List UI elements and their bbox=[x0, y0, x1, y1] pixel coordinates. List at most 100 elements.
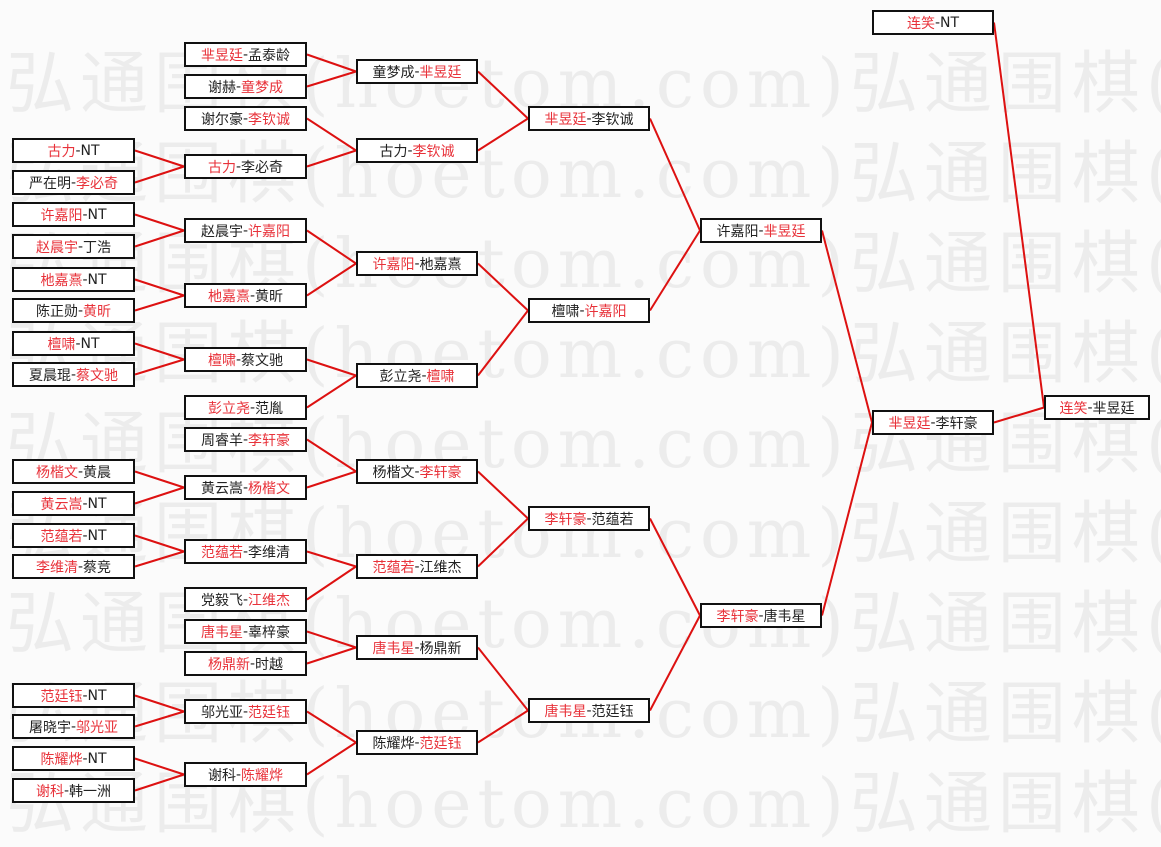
match-box-round-2[interactable]: 周睿羊-李轩豪 bbox=[184, 427, 307, 452]
match-box-round-2[interactable]: 赵晨宇-许嘉阳 bbox=[184, 218, 307, 243]
player-name: 许嘉阳 bbox=[372, 256, 415, 273]
match-box-round-2[interactable]: 谢尔豪-李钦诚 bbox=[184, 106, 307, 131]
match-box-round-1[interactable]: 陈正勋-黄昕 bbox=[12, 298, 135, 323]
match-box-round-4[interactable]: 唐韦星-范廷钰 bbox=[528, 698, 650, 723]
match-box-round-5[interactable]: 李轩豪-唐韦星 bbox=[700, 603, 822, 628]
match-box-round-1[interactable]: 范蕴若-NT bbox=[12, 523, 135, 548]
bracket-connector bbox=[306, 565, 357, 601]
separator: - bbox=[930, 414, 936, 431]
bracket-connector bbox=[134, 213, 185, 232]
bracket-connector bbox=[134, 757, 185, 776]
match-box-round-1[interactable]: 杨楷文-黄晨 bbox=[12, 459, 135, 484]
separator: - bbox=[235, 78, 242, 95]
player-name: 范胤 bbox=[255, 400, 284, 417]
match-box-seed[interactable]: 连笑-NT bbox=[872, 10, 994, 35]
player-name: 陈正勋 bbox=[35, 303, 78, 320]
separator: - bbox=[421, 367, 427, 384]
match-box-round-1[interactable]: 古力-NT bbox=[12, 138, 135, 163]
player-name: 屠晓宇 bbox=[28, 719, 71, 736]
match-box-round-4[interactable]: 檀啸-许嘉阳 bbox=[528, 298, 650, 323]
bracket-connector bbox=[134, 149, 185, 168]
player-name: 古力 bbox=[47, 143, 76, 160]
match-box-round-2[interactable]: 古力-李必奇 bbox=[184, 154, 307, 179]
separator: - bbox=[235, 766, 242, 783]
match-box-round-6[interactable]: 芈昱廷-李轩豪 bbox=[872, 410, 994, 435]
player-name: 党毅飞 bbox=[200, 592, 243, 609]
bracket-connector bbox=[306, 53, 357, 73]
player-name: 芈昱廷 bbox=[419, 64, 462, 81]
match-box-round-1[interactable]: 谢科-韩一洲 bbox=[12, 778, 135, 803]
player-name: 陈耀烨 bbox=[372, 735, 415, 752]
match-box-round-1[interactable]: 范廷钰-NT bbox=[12, 683, 135, 708]
match-box-round-1[interactable]: 黄云嵩-NT bbox=[12, 491, 135, 516]
match-box-round-1[interactable]: 檀啸-NT bbox=[12, 331, 135, 356]
separator: - bbox=[414, 734, 420, 751]
separator: - bbox=[235, 351, 242, 368]
separator: - bbox=[82, 271, 88, 288]
match-box-round-1[interactable]: 许嘉阳-NT bbox=[12, 202, 135, 227]
match-box-round-5[interactable]: 许嘉阳-芈昱廷 bbox=[700, 218, 822, 243]
match-box-round-3[interactable]: 许嘉阳-杝嘉熹 bbox=[356, 251, 478, 276]
match-box-round-1[interactable]: 李维清-蔡竞 bbox=[12, 554, 135, 579]
player-name: 蔡竞 bbox=[83, 559, 112, 576]
match-box-round-4[interactable]: 芈昱廷-李钦诚 bbox=[528, 106, 650, 131]
player-name: NT bbox=[87, 750, 107, 767]
match-box-round-1[interactable]: 屠晓宇-邬光亚 bbox=[12, 714, 135, 739]
match-box-round-1[interactable]: 夏晨琨-蔡文驰 bbox=[12, 362, 135, 387]
match-box-round-3[interactable]: 古力-李钦诚 bbox=[356, 138, 478, 163]
match-box-final[interactable]: 连笑-芈昱廷 bbox=[1044, 395, 1150, 420]
player-name: 檀啸 bbox=[551, 303, 580, 320]
separator: - bbox=[70, 718, 77, 735]
match-box-round-3[interactable]: 陈耀烨-范廷钰 bbox=[356, 730, 478, 755]
separator: - bbox=[242, 479, 249, 496]
player-name: 李轩豪 bbox=[935, 415, 978, 432]
player-name: 黄昕 bbox=[83, 303, 112, 320]
player-name: 范廷钰 bbox=[248, 704, 291, 721]
bracket-connector bbox=[649, 229, 701, 312]
match-box-round-1[interactable]: 严在明-李必奇 bbox=[12, 170, 135, 195]
match-box-round-2[interactable]: 谢科-陈耀烨 bbox=[184, 762, 307, 787]
separator: - bbox=[235, 158, 242, 175]
match-box-round-4[interactable]: 李轩豪-范蕴若 bbox=[528, 506, 650, 531]
match-box-round-3[interactable]: 童梦成-芈昱廷 bbox=[356, 59, 478, 84]
player-name: 时越 bbox=[255, 656, 284, 673]
player-name: 邬光亚 bbox=[200, 704, 243, 721]
match-box-round-2[interactable]: 黄云嵩-杨楷文 bbox=[184, 475, 307, 500]
match-box-round-2[interactable]: 谢赫-童梦成 bbox=[184, 74, 307, 99]
bracket-connector bbox=[821, 230, 873, 423]
player-name: 李维清 bbox=[248, 544, 291, 561]
match-box-round-1[interactable]: 杝嘉熹-NT bbox=[12, 267, 135, 292]
match-box-round-2[interactable]: 党毅飞-江维杰 bbox=[184, 587, 307, 612]
player-name: 谢科 bbox=[207, 767, 236, 784]
match-box-round-2[interactable]: 杝嘉熹-黄昕 bbox=[184, 283, 307, 308]
match-box-round-2[interactable]: 邬光亚-范廷钰 bbox=[184, 699, 307, 724]
match-box-round-1[interactable]: 赵晨宇-丁浩 bbox=[12, 234, 135, 259]
separator: - bbox=[249, 287, 256, 304]
player-name: 杝嘉熹 bbox=[40, 272, 83, 289]
bracket-connector bbox=[306, 646, 357, 665]
match-box-round-1[interactable]: 陈耀烨-NT bbox=[12, 746, 135, 771]
separator: - bbox=[1087, 399, 1093, 416]
match-box-round-2[interactable]: 范蕴若-李维清 bbox=[184, 539, 307, 564]
bracket-connector bbox=[993, 406, 1045, 424]
match-box-round-3[interactable]: 彭立尧-檀啸 bbox=[356, 363, 478, 388]
match-box-round-2[interactable]: 檀啸-蔡文驰 bbox=[184, 347, 307, 372]
player-name: 李钦诚 bbox=[248, 111, 291, 128]
match-box-round-2[interactable]: 彭立尧-范胤 bbox=[184, 395, 307, 420]
match-box-round-3[interactable]: 范蕴若-江维杰 bbox=[356, 554, 478, 579]
bracket-connector bbox=[134, 773, 185, 792]
player-name: 芈昱廷 bbox=[200, 47, 243, 64]
separator: - bbox=[77, 302, 84, 319]
separator: - bbox=[242, 110, 249, 127]
match-box-round-3[interactable]: 杨楷文-李轩豪 bbox=[356, 459, 478, 484]
match-box-round-2[interactable]: 唐韦星-辜梓豪 bbox=[184, 619, 307, 644]
player-name: 李维清 bbox=[35, 559, 78, 576]
bracket-connector bbox=[649, 518, 701, 616]
player-name: 辜梓豪 bbox=[248, 624, 291, 641]
separator: - bbox=[75, 335, 81, 352]
player-name: 彭立尧 bbox=[379, 368, 422, 385]
separator: - bbox=[586, 510, 592, 527]
match-box-round-2[interactable]: 芈昱廷-孟泰龄 bbox=[184, 42, 307, 67]
match-box-round-2[interactable]: 杨鼎新-时越 bbox=[184, 651, 307, 676]
match-box-round-3[interactable]: 唐韦星-杨鼎新 bbox=[356, 635, 478, 660]
